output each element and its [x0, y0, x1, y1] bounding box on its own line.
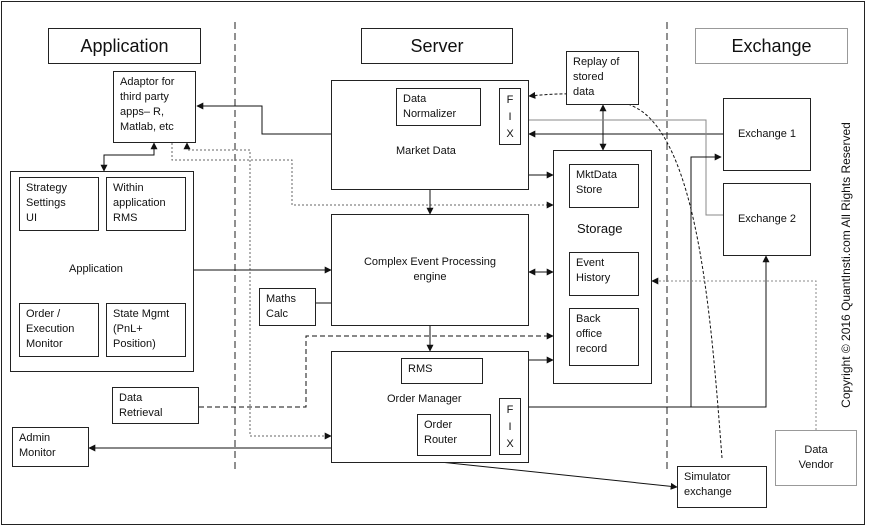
exchange2-box: Exchange 2 — [723, 183, 811, 256]
header-server: Server — [361, 28, 513, 64]
vendor-to-storage-dotted — [651, 277, 817, 430]
rms-box: RMS — [401, 358, 483, 384]
back-office-box: Back office record — [569, 308, 639, 366]
order-fix-box: F I X — [499, 398, 521, 455]
cep-engine-box: Complex Event Processing engine — [331, 214, 529, 326]
simulator-box: Simulator exchange — [677, 466, 767, 508]
fix-letter: F — [506, 93, 514, 106]
application-label: Application — [69, 263, 123, 275]
event-history-box: Event History — [569, 252, 639, 296]
data-retrieval-box: Data Retrieval — [112, 387, 199, 424]
header-application: Application — [48, 28, 201, 64]
replay-box: Replay of stored data — [566, 51, 639, 105]
fix-letter: I — [508, 110, 512, 123]
adaptor-ordermgr-dotted — [183, 142, 332, 440]
data-normalizer-box: Data Normalizer — [396, 88, 481, 126]
market-data-label: Market Data — [396, 145, 456, 157]
market-fix-box: F I X — [499, 88, 521, 145]
ordermgr-to-simulator-arrow — [439, 461, 678, 490]
admin-monitor-box: Admin Monitor — [12, 427, 89, 467]
fix-to-exchange2-arrow — [691, 255, 770, 408]
fix-letter: F — [506, 403, 514, 416]
maths-calc-box: Maths Calc — [259, 288, 316, 326]
mktdata-store-box: MktData Store — [569, 164, 639, 208]
fix-letter: X — [506, 437, 514, 450]
data-vendor-box: Data Vendor — [775, 430, 857, 486]
fix-to-exchange1-arrow — [529, 153, 722, 408]
storage-label: Storage — [577, 221, 623, 236]
exchange2-to-fix-line — [529, 119, 723, 216]
copyright-text: Copyright © 2016 QuantInsti.com All Righ… — [839, 122, 853, 408]
strategy-settings-box: Strategy Settings UI — [19, 177, 99, 231]
exchange1-box: Exchange 1 — [723, 98, 811, 171]
within-app-rms-box: Within application RMS — [106, 177, 186, 231]
order-execution-monitor-box: Order / Execution Monitor — [19, 303, 99, 357]
order-manager-label: Order Manager — [387, 393, 462, 405]
fix-letter: X — [506, 127, 514, 140]
state-mgmt-box: State Mgmt (PnL+ Position) — [106, 303, 186, 357]
market-to-adaptor-arrow — [196, 102, 331, 135]
adaptor-application-arrow — [100, 142, 158, 172]
adaptor-box: Adaptor for third party apps– R, Matlab,… — [113, 71, 196, 143]
header-exchange: Exchange — [695, 28, 848, 64]
fix-letter: I — [508, 420, 512, 433]
order-router-box: Order Router — [417, 414, 491, 456]
